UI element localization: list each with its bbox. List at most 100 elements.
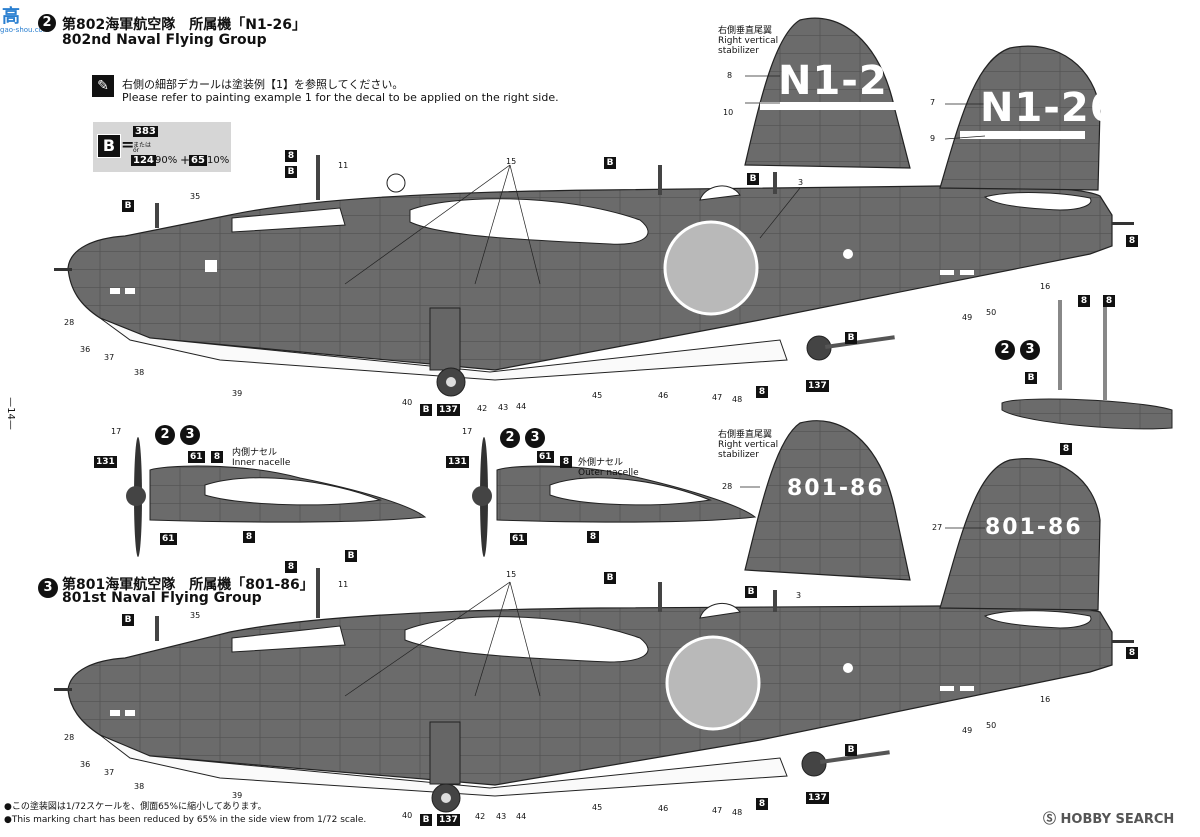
outer-nacelle-view xyxy=(472,437,757,557)
callout-7: 7 xyxy=(930,98,936,107)
callout-8-a2: 8 xyxy=(285,561,297,573)
callout-15: 15 xyxy=(506,157,517,166)
callout-50-a2: 50 xyxy=(986,721,997,730)
callout-39-a2: 39 xyxy=(232,791,243,800)
callout-B-2: B xyxy=(604,157,616,169)
callout-35-a2: 35 xyxy=(190,611,201,620)
section2-badge: 3 xyxy=(38,578,58,598)
tail1-fin-code: N1-26 xyxy=(980,85,1119,131)
callout-44-a2: 44 xyxy=(516,812,527,821)
callout-61: 61 xyxy=(188,451,205,463)
color-or-jp: または xyxy=(133,142,152,149)
watermark-site: gao-shou.com xyxy=(0,26,50,34)
outer-nacelle-en: Outer nacelle xyxy=(578,468,639,478)
tail2-stab-caption-jp: 右側垂直尾翼 xyxy=(718,430,773,440)
callout-3-a2: 3 xyxy=(796,591,802,600)
callout-8b: 8 xyxy=(727,71,733,80)
nacelle-inner-badge-2: 2 xyxy=(155,425,175,445)
callout-49-a2: 49 xyxy=(962,726,973,735)
tail1-stab-caption-en2: stabilizer xyxy=(718,46,759,56)
color-formula-box: B = 383 または or 124 90% + 65 10% xyxy=(93,122,231,172)
callout-B-a2-5: B xyxy=(845,744,857,756)
callout-17: 17 xyxy=(111,427,122,436)
callout-40: 40 xyxy=(402,398,413,407)
callout-17b: 17 xyxy=(462,427,473,436)
aircraft-1-side-view xyxy=(54,17,1134,397)
callout-48: 48 xyxy=(732,395,743,404)
callout-37: 37 xyxy=(104,353,115,362)
callout-8-tail: 8 xyxy=(1126,235,1138,247)
callout-36: 36 xyxy=(80,345,91,354)
footnote-en: ●This marking chart has been reduced by … xyxy=(4,815,367,825)
callout-8-float: 8 xyxy=(1078,295,1090,307)
callout-10: 10 xyxy=(723,108,734,117)
callout-16: 16 xyxy=(1040,282,1051,291)
decal-note-jp: 右側の細部デカールは塗装例【1】を参照してください。 xyxy=(122,78,404,91)
callout-47: 47 xyxy=(712,393,723,402)
callout-137-a2-gear: 137 xyxy=(437,814,460,826)
callout-B-a2-2: B xyxy=(604,572,616,584)
callout-45-a2: 45 xyxy=(592,803,603,812)
callout-B-a2-3: B xyxy=(745,586,757,598)
callout-8-nac2: 8 xyxy=(243,531,255,543)
callout-8-float2: 8 xyxy=(1103,295,1115,307)
color-pct-a: 90% xyxy=(155,155,178,166)
float-badge-3: 3 xyxy=(1020,340,1040,360)
leader-lines xyxy=(344,75,986,697)
callout-16-a2: 16 xyxy=(1040,695,1051,704)
callout-46: 46 xyxy=(658,391,669,400)
callout-48-a2: 48 xyxy=(732,808,743,817)
callout-42: 42 xyxy=(477,404,488,413)
callout-3: 3 xyxy=(798,178,804,187)
callout-131b: 131 xyxy=(446,456,469,468)
callout-50: 50 xyxy=(986,308,997,317)
callout-43: 43 xyxy=(498,403,509,412)
callout-137-gear: 137 xyxy=(437,404,460,416)
callout-B: B xyxy=(285,166,297,178)
footnote-jp: ●この塗装図は1/72スケールを、側面65%に縮小してあります。 xyxy=(4,802,267,812)
nacelle-inner-badge-3: 3 xyxy=(180,425,200,445)
callout-46-a2: 46 xyxy=(658,804,669,813)
callout-28-a2: 28 xyxy=(64,733,75,742)
callout-B-float: B xyxy=(1025,372,1037,384)
callout-39: 39 xyxy=(232,389,243,398)
callout-36-a2: 36 xyxy=(80,760,91,769)
outer-nacelle-jp: 外側ナセル xyxy=(578,458,624,468)
callout-8-nac: 8 xyxy=(211,451,223,463)
callout-137: 137 xyxy=(806,380,829,392)
tail1-stab-caption-jp: 右側垂直尾翼 xyxy=(718,26,773,36)
callout-B-gear: B xyxy=(420,404,432,416)
watermark-logo: 高 xyxy=(2,6,20,27)
section2-title-jp: 第801海軍航空隊 所属機「801-86」 xyxy=(62,577,314,593)
callout-42-a2: 42 xyxy=(475,812,486,821)
section1-badge: 2 xyxy=(38,14,56,32)
inner-nacelle-jp: 内側ナセル xyxy=(232,448,278,458)
callout-137-a2: 137 xyxy=(806,792,829,804)
callout-8-nac3: 8 xyxy=(560,456,572,468)
callout-38-a2: 38 xyxy=(134,782,145,791)
callout-27: 27 xyxy=(932,523,943,532)
callout-B-a2-gear: B xyxy=(420,814,432,826)
callout-49: 49 xyxy=(962,313,973,322)
color-pct-b: 10% xyxy=(207,155,230,166)
callout-8-hull: 8 xyxy=(756,386,768,398)
section2-title-en: 801st Naval Flying Group xyxy=(62,590,262,606)
color-code-a: 124 xyxy=(131,155,156,166)
color-code-b: 65 xyxy=(189,155,207,166)
color-equals: = xyxy=(121,135,135,154)
tail1-stab-code: N1-26 xyxy=(778,58,917,104)
decal-note-en: Please refer to painting example 1 for t… xyxy=(122,91,559,104)
hobby-search-logo: Ⓢ HOBBY SEARCH xyxy=(1043,808,1174,827)
callout-131: 131 xyxy=(94,456,117,468)
callout-38: 38 xyxy=(134,368,145,377)
callout-61d: 61 xyxy=(510,533,527,545)
callout-61b: 61 xyxy=(160,533,177,545)
tail2-stab-caption-en2: stabilizer xyxy=(718,450,759,460)
section1-title-en: 802nd Naval Flying Group xyxy=(62,32,267,48)
callout-B-4: B xyxy=(122,200,134,212)
callout-44: 44 xyxy=(516,402,527,411)
nacelle-outer-badge-3: 3 xyxy=(525,428,545,448)
callout-8-a2-hull: 8 xyxy=(756,798,768,810)
callout-9: 9 xyxy=(930,134,936,143)
color-plus: + xyxy=(180,153,191,167)
